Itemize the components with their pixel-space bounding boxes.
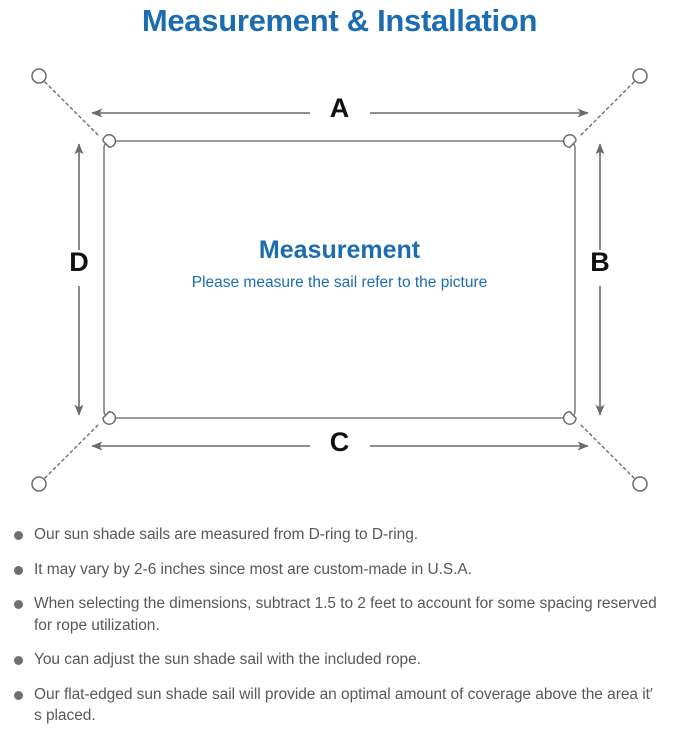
bullet-icon xyxy=(14,656,23,665)
list-item: When selecting the dimensions, subtract … xyxy=(0,593,679,636)
list-item: It may vary by 2-6 inches since most are… xyxy=(0,559,679,581)
bullet-icon xyxy=(14,531,23,540)
rope-bottom-left xyxy=(44,423,100,479)
note-text: When selecting the dimensions, subtract … xyxy=(34,595,657,634)
d-rings xyxy=(102,134,577,425)
anchor-rings xyxy=(31,68,648,492)
dimension-label-b: B xyxy=(590,247,610,277)
list-item: You can adjust the sun shade sail with t… xyxy=(0,649,679,671)
d-ring-bottom-right-icon xyxy=(562,411,577,425)
sail-outline xyxy=(103,140,576,419)
dimension-arrows xyxy=(74,108,605,451)
note-text: Our sun shade sails are measured from D-… xyxy=(34,526,419,543)
dimension-label-d: D xyxy=(69,247,89,277)
note-text: It may vary by 2-6 inches since most are… xyxy=(34,560,472,578)
notes-list: Our sun shade sails are measured from D-… xyxy=(0,524,679,740)
list-item: Our sun shade sails are measured from D-… xyxy=(0,524,679,546)
d-ring-top-left-icon xyxy=(102,134,117,148)
dimension-label-c: C xyxy=(329,427,350,457)
rope-top-left xyxy=(44,81,100,137)
note-text: Our flat-edged sun shade sail will provi… xyxy=(34,685,653,725)
diagram-center-title: Measurement xyxy=(258,236,421,264)
note-text: You can adjust the sun shade sail with t… xyxy=(34,651,421,668)
dimension-label-a: A xyxy=(329,93,350,123)
rope-top-right xyxy=(579,81,635,137)
rope-lines xyxy=(44,81,635,479)
anchor-top-left-icon xyxy=(31,68,47,84)
anchor-bottom-right-icon xyxy=(632,476,648,492)
d-ring-bottom-left-icon xyxy=(102,411,117,425)
anchor-top-right-icon xyxy=(632,68,648,84)
d-ring-top-right-icon xyxy=(562,134,577,148)
sail-measurement-diagram: A B C D Measurement Please measure the s… xyxy=(0,46,679,516)
rope-bottom-right xyxy=(579,423,635,479)
bullet-icon xyxy=(14,600,23,609)
list-item: Our flat-edged sun shade sail will provi… xyxy=(0,684,679,727)
anchor-bottom-left-icon xyxy=(31,476,47,492)
diagram-svg xyxy=(31,68,648,492)
diagram-center-subtitle: Please measure the sail refer to the pic… xyxy=(191,274,488,291)
bullet-icon xyxy=(14,690,23,700)
page-title: Measurement & Installation xyxy=(141,3,538,38)
bullet-icon xyxy=(14,565,23,575)
